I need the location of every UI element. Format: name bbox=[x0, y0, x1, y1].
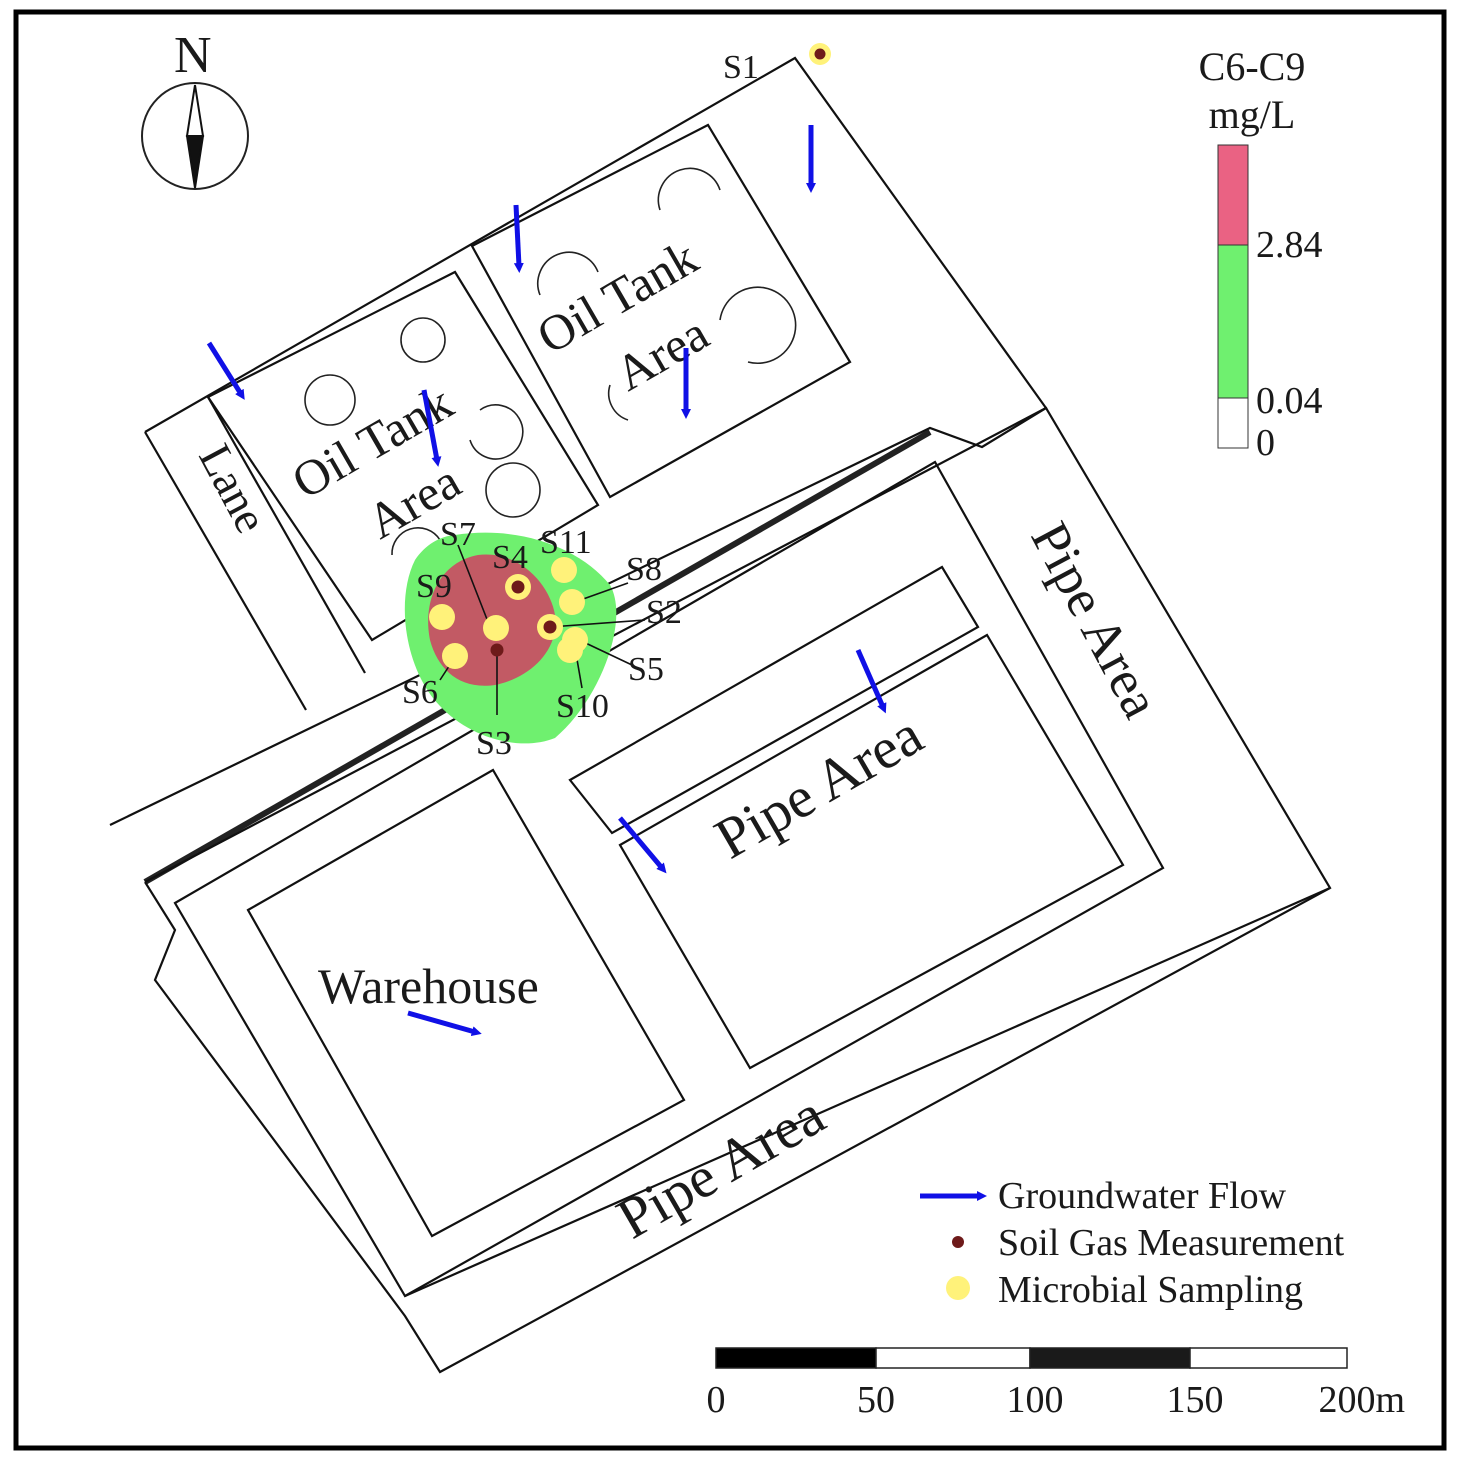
sample-S4-soil-gas[interactable] bbox=[511, 580, 525, 594]
flow-arrow bbox=[855, 648, 887, 714]
color-scale-title: C6-C9 bbox=[1199, 44, 1306, 89]
sample-S1-soil-gas[interactable] bbox=[814, 48, 826, 60]
flow-arrow bbox=[407, 1010, 482, 1036]
scale-bar-segment bbox=[875, 1347, 1031, 1369]
color-bin-mid bbox=[1217, 244, 1249, 399]
color-bin-high bbox=[1217, 144, 1249, 246]
sample-label-S2: S2 bbox=[646, 594, 682, 631]
label-warehouse: Warehouse bbox=[318, 958, 539, 1014]
flow-arrow bbox=[618, 816, 667, 874]
sample-S2-soil-gas[interactable] bbox=[543, 620, 557, 634]
sample-label-S9: S9 bbox=[416, 568, 452, 605]
sample-label-S5: S5 bbox=[628, 651, 664, 688]
legend-microbial: Microbial Sampling bbox=[998, 1269, 1303, 1311]
flow-arrow bbox=[513, 204, 524, 273]
sample-S9-microbial[interactable] bbox=[429, 604, 455, 630]
sample-label-S8: S8 bbox=[626, 551, 662, 588]
flow-arrow bbox=[206, 341, 245, 400]
scale-bar-tick-150: 150 bbox=[1167, 1379, 1224, 1421]
sample-S11-microbial[interactable] bbox=[551, 557, 577, 583]
sample-label-S11: S11 bbox=[540, 524, 592, 561]
sample-S6-microbial[interactable] bbox=[442, 643, 468, 669]
sample-label-S1: S1 bbox=[723, 49, 759, 86]
north-label: N bbox=[174, 27, 212, 84]
groundwater-flow-arrows bbox=[206, 125, 887, 1036]
scale-tick-0: 0 bbox=[1256, 422, 1275, 464]
scale-tick-2-84: 2.84 bbox=[1256, 224, 1323, 266]
symbol-legend: Groundwater Flow Soil Gas Measurement Mi… bbox=[920, 1175, 1345, 1311]
scale-bar-tick-100: 100 bbox=[1007, 1379, 1064, 1421]
scale-bar-segment bbox=[1029, 1347, 1191, 1369]
scale-bar-segment bbox=[1189, 1347, 1348, 1369]
legend-soil-gas-icon bbox=[952, 1236, 964, 1248]
sample-points bbox=[429, 43, 831, 669]
scale-bar-tick-0: 0 bbox=[707, 1379, 726, 1421]
color-bin-low bbox=[1217, 397, 1249, 449]
sample-labels: S1 S7 S4 S11 S8 S9 S2 S5 S6 S10 S3 bbox=[402, 49, 759, 762]
legend-groundwater-flow: Groundwater Flow bbox=[998, 1175, 1287, 1217]
sample-label-S7: S7 bbox=[440, 516, 476, 553]
scale-bar-tick-200m: 200m bbox=[1318, 1379, 1405, 1421]
scale-bar-segment bbox=[715, 1347, 877, 1369]
compass-needle-south bbox=[185, 135, 205, 189]
sample-S7-microbial[interactable] bbox=[483, 615, 509, 641]
color-scale-legend: C6-C9 mg/L 2.84 0.04 0 bbox=[1199, 44, 1323, 464]
sample-label-S4: S4 bbox=[492, 539, 528, 576]
color-scale-unit: mg/L bbox=[1209, 92, 1296, 137]
sample-S3-soil-gas[interactable] bbox=[490, 643, 504, 657]
sample-label-S10: S10 bbox=[556, 688, 609, 725]
legend-soil-gas: Soil Gas Measurement bbox=[998, 1222, 1345, 1264]
scale-bar-tick-50: 50 bbox=[857, 1379, 895, 1421]
scale-bar: 0 50 100 150 200m bbox=[707, 1347, 1405, 1421]
oil-tanks bbox=[304, 167, 797, 556]
north-arrow: N bbox=[141, 27, 249, 190]
sample-S10-microbial[interactable] bbox=[557, 637, 583, 663]
sample-label-S3: S3 bbox=[476, 725, 512, 762]
sample-S8-microbial[interactable] bbox=[559, 589, 585, 615]
scale-tick-0-04: 0.04 bbox=[1256, 380, 1323, 422]
legend-microbial-icon bbox=[946, 1276, 970, 1300]
map-frame bbox=[13, 9, 1447, 1451]
flow-arrow bbox=[421, 389, 442, 467]
sample-label-S6: S6 bbox=[402, 674, 438, 711]
